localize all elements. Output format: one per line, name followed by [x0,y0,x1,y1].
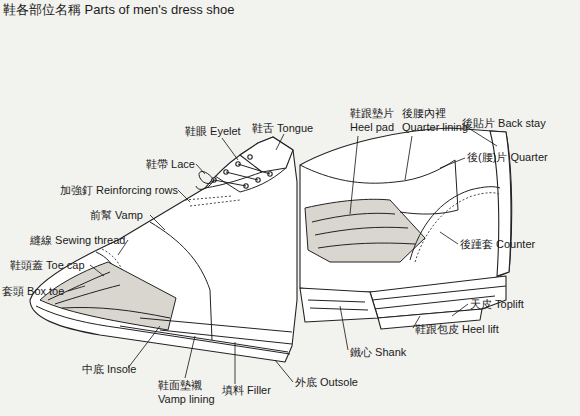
leader-line [275,360,293,382]
leader-line [150,215,165,230]
reinforcing-rows [185,196,240,206]
part-label: 套頭 Box toe [2,284,64,298]
leader-line [68,286,85,291]
part-label: 加強釘 Reinforcing rows [60,183,178,197]
part-label: 後貼片 Back stay [462,116,546,130]
part-label: 縫線 Sewing thread [30,233,125,247]
part-label: 鞋眼 Eyelet [185,124,241,138]
leader-line [350,136,358,214]
quarter-lining [300,160,458,214]
lace [196,164,270,189]
lace-opening [205,168,286,192]
part-label: 外底 Outsole [295,375,358,389]
heel-sole [300,288,378,322]
leader-line [185,336,195,378]
counter-stitch [415,193,499,262]
part-label: 鞋帶 Lace [146,157,195,171]
shoe-front-part [30,137,297,362]
part-label: 鞋舌 Tongue [252,121,313,135]
box-toe-layers [48,272,170,318]
heel-pad-layer [312,213,415,248]
leader-line [340,306,348,350]
diagram-title: 鞋各部位名稱 Parts of men's dress shoe [3,2,235,18]
vamp-upper [30,137,297,362]
eyelet [248,155,252,159]
part-label: 中底 Insole [82,362,136,376]
part-label: 前幫 Vamp [90,208,143,222]
heel-block [370,276,506,318]
part-label: 鞋頭蓋 Toe cap [10,258,85,272]
leader-line [405,136,412,180]
leader-line [235,342,236,384]
part-label: 天皮 Toplift [470,297,524,311]
leader-line [452,304,468,316]
leader-line [90,265,104,276]
leader-line [196,164,205,174]
leader-lines [68,124,497,384]
part-label: 鐵心 Shank [350,345,406,359]
part-label: 後踵套 Counter [460,237,535,251]
part-label: 鞋面墊襯 Vamp lining [158,378,220,406]
leader-line [178,190,190,202]
leader-line [440,158,465,168]
part-label: 鞋跟包皮 Heel lift [415,322,499,336]
shank [308,300,368,310]
leader-line [222,138,238,160]
part-label: 鞋跟墊片 Heel pad [350,106,401,134]
part-label: 填料 Filler [222,383,271,397]
part-label: 後(腰)片 Quarter [467,150,548,164]
heel-cutaway [305,199,425,262]
leader-line [128,326,160,368]
welt [36,306,290,354]
insole-filler [120,318,292,352]
leader-line [276,134,284,150]
leader-line [440,232,458,244]
